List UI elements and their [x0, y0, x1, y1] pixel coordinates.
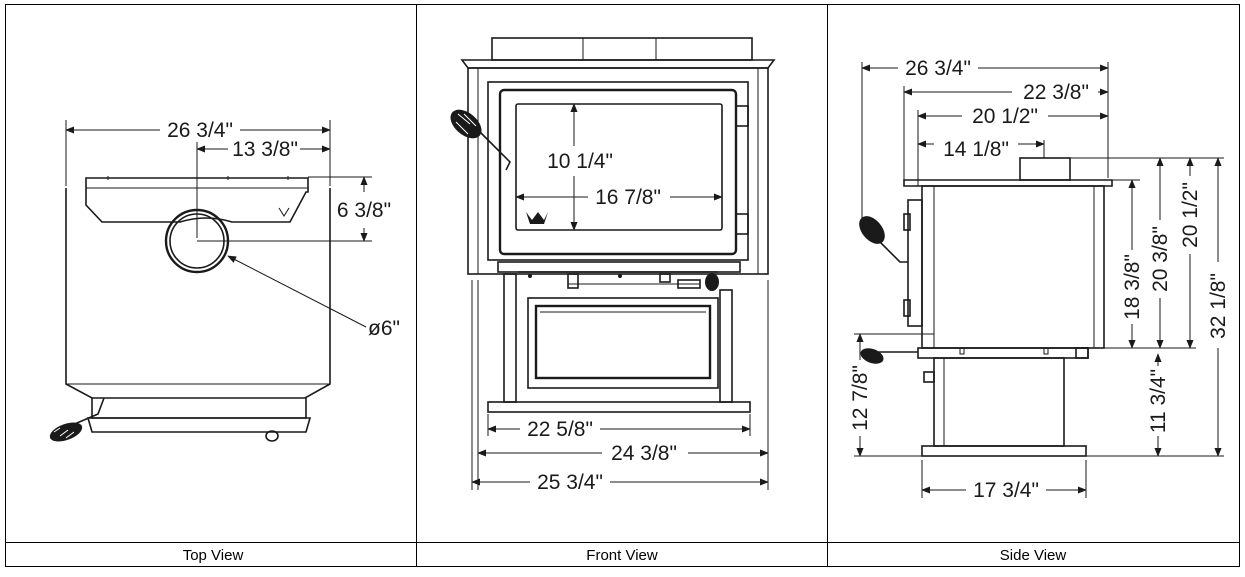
side-base	[921, 445, 1087, 457]
dim-front-overall-width: 25 3/4"	[537, 471, 603, 494]
front-ash-lip	[497, 261, 741, 273]
side-pedestal	[933, 357, 1065, 447]
dim-top-flue-depth: 6 3/8"	[337, 199, 391, 222]
dim-side-overall-height: 32 1/8"	[1207, 273, 1230, 339]
top-view-drawing: 26 3/4" 13 3/8" 6 3/8" ø6"	[49, 119, 400, 442]
front-logo	[526, 212, 548, 224]
side-ash-lip	[917, 347, 1089, 359]
front-handle-knob	[450, 109, 482, 139]
dim-front-door-height: 10 1/4"	[547, 150, 613, 173]
table-grid	[5, 4, 1240, 567]
front-handle-rod	[475, 127, 511, 171]
side-view-drawing: 26 3/4" 22 3/8" 20 1/2" 14 1/8" 18 3/8" …	[849, 57, 1230, 502]
front-pedestal-left	[503, 273, 517, 403]
dim-top-overall-width: 26 3/4"	[167, 119, 233, 142]
front-pedestal-right	[719, 289, 733, 403]
dim-side-body-height-1: 18 3/8"	[1121, 254, 1144, 320]
side-ash-handle-knob	[860, 348, 884, 364]
side-top-plate	[903, 179, 1113, 187]
dim-top-flue-diameter: ø6"	[368, 317, 400, 340]
dim-side-depth-2: 22 3/8"	[1023, 81, 1089, 104]
dim-top-flue-offset: 13 3/8"	[232, 138, 298, 161]
dim-side-body-height-2: 20 3/8"	[1149, 226, 1172, 292]
front-ash-drawer	[527, 297, 719, 389]
top-handle-rod	[69, 397, 105, 427]
dim-side-overall-depth: 26 3/4"	[905, 57, 971, 80]
side-flue-collar	[1019, 157, 1071, 181]
dim-side-body-height-3: 20 1/2"	[1179, 182, 1202, 248]
top-body-outline	[65, 188, 331, 399]
caption-side-view: Side View	[1000, 547, 1067, 564]
dim-front-pedestal-width: 22 5/8"	[527, 418, 593, 441]
dim-front-base-width: 24 3/8"	[611, 442, 677, 465]
side-handle-rod	[873, 235, 908, 263]
dim-side-depth-3: 20 1/2"	[972, 105, 1038, 128]
front-top-plate	[460, 59, 776, 69]
dim-side-pedestal-depth: 17 3/4"	[973, 479, 1039, 502]
front-flue-top	[491, 37, 753, 61]
side-body	[921, 185, 1105, 349]
dim-front-door-width: 16 7/8"	[595, 186, 661, 209]
caption-top-view: Top View	[183, 547, 244, 564]
front-base	[487, 401, 751, 413]
logo-mark	[278, 207, 290, 217]
side-door	[907, 199, 923, 327]
front-glass	[515, 103, 723, 231]
dim-side-flue-offset: 14 1/8"	[943, 138, 1009, 161]
front-door	[498, 88, 738, 256]
top-ash-lip	[91, 398, 307, 419]
front-door-frame	[487, 81, 749, 261]
front-body	[467, 67, 769, 275]
caption-front-view: Front View	[586, 547, 658, 564]
side-handle-knob	[859, 216, 885, 244]
dim-side-pedestal-height: 11 3/4"	[1147, 369, 1170, 433]
front-view-drawing: 10 1/4" 16 7/8" 22 5/8" 24 3/8" 25 3/4"	[450, 37, 776, 494]
front-ash-drawer-face	[534, 304, 712, 380]
dim-side-hearth-height: 12 7/8"	[849, 365, 872, 431]
